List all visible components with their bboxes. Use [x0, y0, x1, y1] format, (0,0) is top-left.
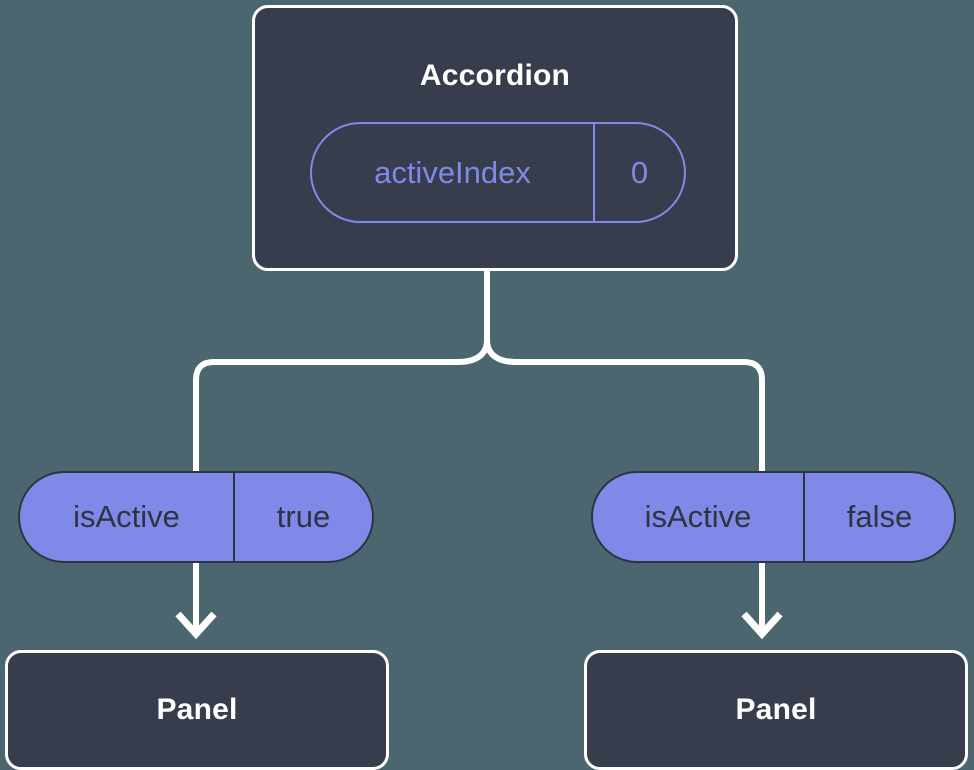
node-panel-left-title: Panel	[156, 693, 238, 726]
prop-pill-isactive-false[interactable]: isActive false	[591, 471, 956, 563]
prop-pill-key: isActive	[593, 473, 805, 561]
prop-pill-key: isActive	[20, 473, 235, 561]
node-accordion-title: Accordion	[419, 59, 571, 92]
node-accordion[interactable]: Accordion activeIndex 0	[252, 5, 738, 271]
node-panel-right[interactable]: Panel	[584, 650, 968, 770]
state-pill-value: 0	[630, 154, 649, 190]
prop-pill-isactive-true[interactable]: isActive true	[18, 471, 374, 563]
arrowhead-left	[175, 611, 217, 640]
node-panel-right-title: Panel	[735, 693, 817, 726]
prop-pill-value: false	[846, 499, 913, 534]
arrowhead-right	[741, 611, 783, 640]
state-pill-key: activeIndex	[312, 124, 595, 221]
prop-pill-value: true	[276, 499, 331, 534]
node-panel-left[interactable]: Panel	[5, 650, 389, 770]
edge-root-split-left	[193, 337, 490, 474]
state-pill-activeindex[interactable]: activeIndex 0	[310, 122, 686, 223]
edge-root-split	[484, 268, 765, 474]
